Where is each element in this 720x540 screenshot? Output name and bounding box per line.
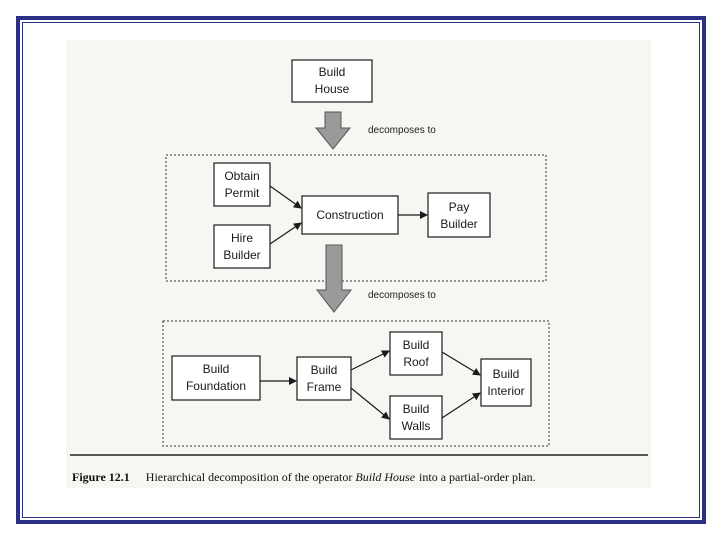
- edge-frame-walls: [350, 387, 390, 420]
- node-obtain-permit-line1: Obtain: [224, 169, 259, 183]
- edge-frame-roof: [350, 350, 390, 371]
- node-build-frame-line2: Frame: [307, 380, 342, 394]
- edge-permit-construction: [269, 185, 302, 209]
- decompose-arrow-2: [315, 244, 353, 313]
- node-build-foundation-line1: Build: [203, 362, 230, 376]
- node-hire-builder-line1: Hire: [231, 231, 253, 245]
- node-build-roof: Build Roof: [389, 331, 443, 376]
- node-construction: Construction: [301, 195, 399, 235]
- node-build-walls-line1: Build: [403, 402, 430, 416]
- node-build-foundation-line2: Foundation: [186, 379, 246, 393]
- node-build-frame-line1: Build: [311, 363, 338, 377]
- node-obtain-permit-line2: Permit: [225, 186, 260, 200]
- node-build-foundation: Build Foundation: [171, 355, 261, 401]
- node-hire-builder-line2: Builder: [223, 248, 260, 262]
- node-build-interior: Build Interior: [480, 358, 532, 407]
- node-pay-builder-line1: Pay: [449, 200, 470, 214]
- node-pay-builder: Pay Builder: [427, 192, 491, 238]
- figure-caption: Figure 12.1 Hierarchical decomposition o…: [72, 468, 536, 485]
- figure-caption-text-a: Hierarchical decomposition of the operat…: [146, 470, 356, 484]
- decompose-label-2: decomposes to: [368, 290, 436, 301]
- node-pay-builder-line2: Builder: [440, 217, 477, 231]
- node-build-roof-line1: Build: [403, 338, 430, 352]
- node-build-roof-line2: Roof: [403, 355, 429, 369]
- node-build-frame: Build Frame: [296, 356, 352, 401]
- node-hire-builder: Hire Builder: [213, 224, 271, 269]
- node-build-house-line2: House: [315, 82, 350, 96]
- node-construction-line1: Construction: [316, 208, 383, 222]
- edge-walls-interior: [441, 392, 481, 419]
- node-build-walls-line2: Walls: [402, 419, 431, 433]
- node-build-interior-line2: Interior: [487, 384, 524, 398]
- edge-roof-interior: [441, 351, 481, 376]
- node-build-walls: Build Walls: [389, 395, 443, 440]
- node-build-interior-line1: Build: [493, 367, 520, 381]
- node-build-house-line1: Build: [319, 65, 346, 79]
- figure-caption-text-b: into a partial-order plan.: [419, 470, 536, 484]
- figure-caption-text-italic: Build House: [355, 470, 415, 484]
- node-build-house: Build House: [291, 59, 373, 103]
- figure-caption-label: Figure 12.1: [72, 470, 130, 484]
- plan-level-2-box: [162, 320, 550, 447]
- node-obtain-permit: Obtain Permit: [213, 162, 271, 207]
- decompose-label-1: decomposes to: [368, 125, 436, 136]
- plan-level-1-box: [165, 154, 547, 282]
- edge-hire-construction: [269, 222, 302, 245]
- decompose-arrow-1: [314, 111, 352, 150]
